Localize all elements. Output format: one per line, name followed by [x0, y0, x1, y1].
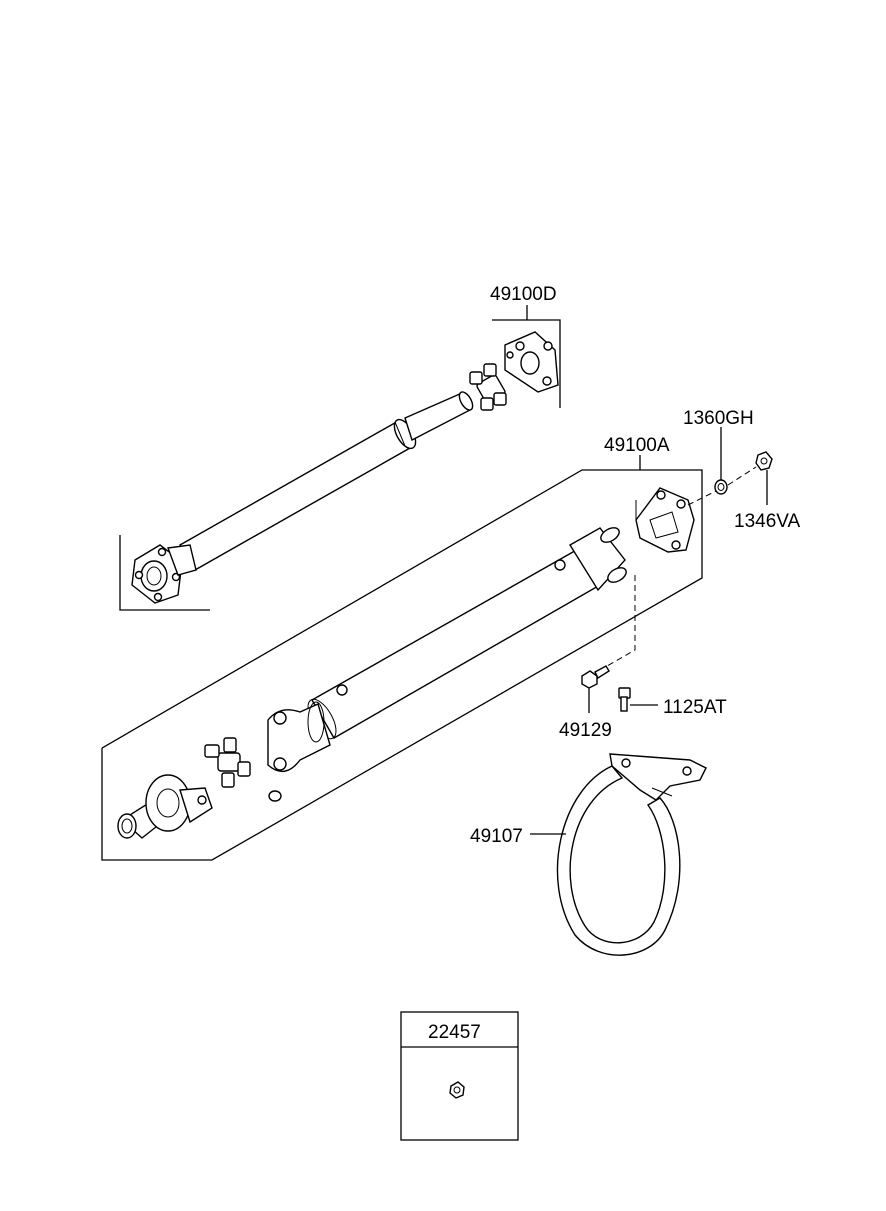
label-49107: 49107	[470, 826, 523, 847]
label-49129: 49129	[559, 720, 612, 741]
universal-joint-front	[469, 363, 507, 411]
washer-1360gh[interactable]	[714, 479, 728, 495]
tube-yoke	[267, 701, 331, 773]
label-1125at: 1125AT	[663, 697, 727, 718]
label-49100d: 49100D	[490, 284, 557, 305]
snap-ring	[268, 790, 282, 802]
label-22457: 22457	[428, 1022, 481, 1043]
label-49100a: 49100A	[604, 435, 670, 456]
universal-joint-rear	[204, 737, 251, 788]
flange-yoke-front	[131, 544, 197, 604]
label-1346va: 1346VA	[734, 511, 801, 532]
bolt-49129[interactable]	[581, 665, 610, 689]
nut-icon	[449, 1081, 465, 1099]
nut-1346va[interactable]	[755, 451, 773, 471]
flange-yoke-rear	[504, 331, 559, 393]
propeller-shaft-front-assembly[interactable]	[119, 305, 561, 611]
propeller-shaft-rear-assembly[interactable]	[101, 455, 703, 861]
bolt-1125at[interactable]	[618, 687, 631, 712]
part-box-22457[interactable]	[400, 1011, 519, 1141]
center-bearing-bracket[interactable]	[635, 487, 695, 553]
companion-flange	[117, 774, 213, 839]
label-1360gh: 1360GH	[683, 408, 754, 429]
safety-strap-49107[interactable]	[556, 753, 707, 956]
